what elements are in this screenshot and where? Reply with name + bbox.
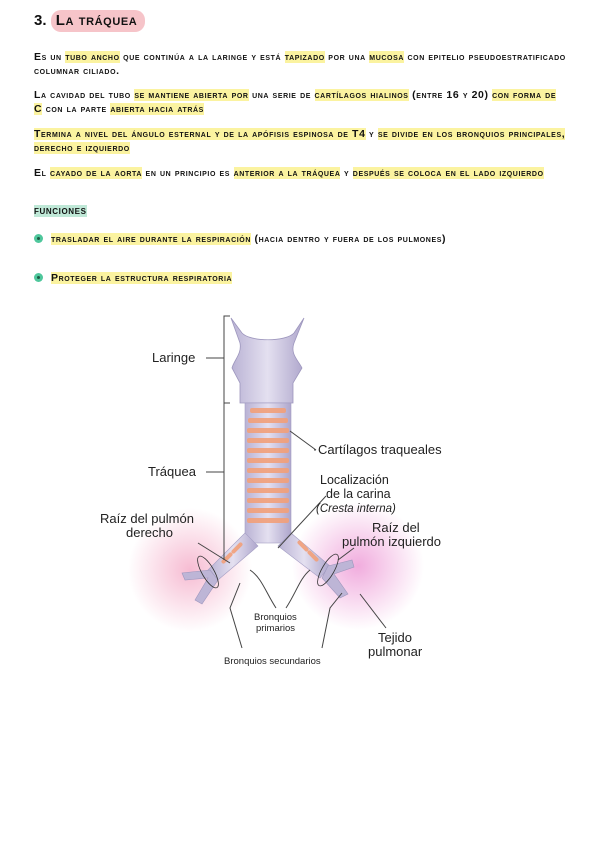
right-secondary-bronchi	[181, 569, 219, 605]
list-item-text: trasladar el aire durante la respiración…	[51, 232, 556, 246]
paragraph-3: Termina a nivel del ángulo esternal y de…	[34, 127, 566, 155]
text-run: y	[365, 128, 378, 140]
label-cartilagos: Cartílagos traqueales	[318, 442, 442, 457]
bullet-icon	[34, 234, 43, 243]
highlight: tubo ancho	[65, 51, 120, 63]
paragraph-2: La cavidad del tubo se mantiene abierta …	[34, 88, 566, 116]
label-carina-3: (Cresta interna)	[316, 503, 396, 515]
label-raiz-izq-1: Raíz del	[372, 520, 420, 535]
left-root-marker	[317, 553, 339, 587]
text-run: La cavidad del tubo	[34, 89, 135, 101]
list-item-text: Proteger la estructura respiratoria	[51, 271, 556, 285]
highlight: después se coloca en el lado izquierdo	[352, 167, 544, 179]
highlight: abierta hacia atrás	[110, 103, 204, 115]
paragraph-4: El cayado de la aorta en un principio es…	[34, 166, 566, 180]
right-root-marker	[197, 555, 219, 589]
text-run: El	[34, 167, 50, 179]
leader-lines	[197, 315, 387, 649]
highlight: trasladar el aire durante la respiración	[51, 233, 251, 245]
text-run: que continúa a la laringe y está	[119, 51, 285, 63]
text-run: por una	[324, 51, 370, 63]
section-number: 3.	[34, 12, 47, 29]
text-run: con epitelio pseudoestratificado columna…	[34, 51, 566, 77]
text-run: (entre 16 y 20)	[408, 89, 493, 101]
text-run: (hacia dentro y fuera de los pulmones)	[250, 233, 447, 245]
label-carina-1: Localización	[320, 473, 389, 487]
label-carina-2: de la carina	[326, 487, 391, 501]
cartilage-rings	[221, 408, 319, 564]
highlight: cartílagos hialinos	[314, 89, 409, 101]
label-laringe: Laringe	[152, 350, 195, 365]
label-raiz-izq-2: pulmón izquierdo	[342, 534, 441, 549]
highlight: se mantiene abierta por	[134, 89, 249, 101]
label-tejido-1: Tejido	[378, 630, 412, 645]
label-bronquios-sec: Bronquios secundarios	[224, 656, 321, 667]
highlight: Proteger la estructura respiratoria	[51, 272, 233, 284]
label-bronquios-prim-2: primarios	[256, 623, 295, 634]
bullet-icon	[34, 273, 43, 282]
paragraph-1: Es un tubo ancho que continúa a la larin…	[34, 50, 566, 78]
section-title-text: La tráquea	[50, 10, 146, 32]
trachea-diagram: Laringe Tráquea Raíz del pulmón derecho …	[100, 315, 442, 667]
highlight: Termina a nivel del ángulo esternal y de…	[34, 128, 366, 140]
label-raiz-derecho-2: derecho	[126, 525, 173, 540]
funciones-heading-text: funciones	[34, 205, 87, 217]
larynx-shape	[230, 317, 305, 404]
highlight: cayado de la aorta	[50, 167, 143, 179]
label-traquea: Tráquea	[148, 464, 197, 479]
text-run: con la parte	[42, 103, 111, 115]
section-title: 3. La tráquea	[34, 10, 146, 32]
text-run: una serie de	[248, 89, 315, 101]
highlight: anterior a la tráquea	[233, 167, 341, 179]
text-run: y	[340, 167, 353, 179]
right-lung	[128, 508, 252, 632]
left-secondary-bronchi	[321, 559, 355, 599]
label-tejido-2: pulmonar	[368, 644, 423, 659]
label-bronquios-prim-1: Bronquios	[254, 612, 297, 623]
text-run: en un principio es	[142, 167, 234, 179]
highlight: tapizado	[284, 51, 325, 63]
highlight: mucosa	[369, 51, 404, 63]
funciones-heading: funciones	[34, 205, 87, 217]
left-lung	[292, 502, 424, 630]
left-bronchus	[277, 532, 331, 579]
label-raiz-derecho-1: Raíz del pulmón	[100, 511, 194, 526]
text-run: Es un	[34, 51, 66, 63]
